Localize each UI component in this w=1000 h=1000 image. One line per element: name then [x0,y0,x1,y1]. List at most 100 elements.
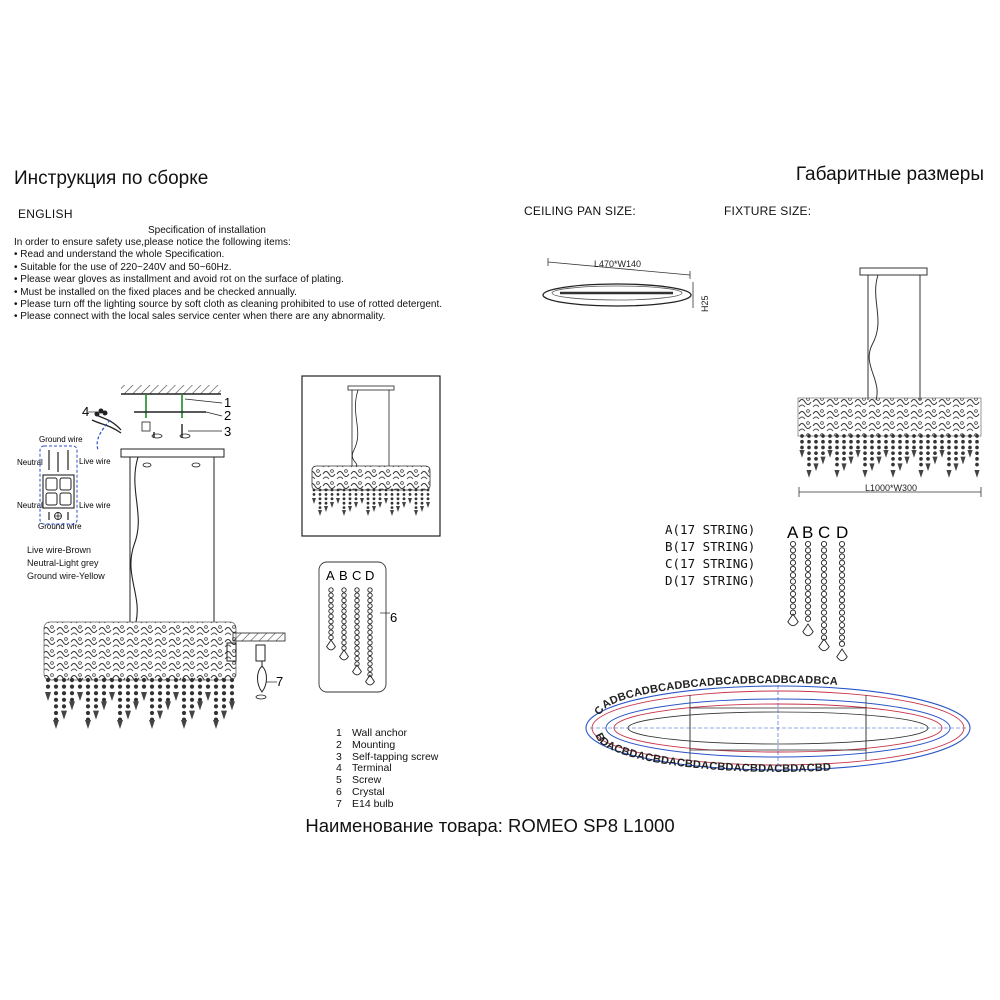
crystal-bead [348,493,352,496]
crystal-bead [975,457,979,461]
crystal-bead [189,697,195,702]
crystal-bead [898,445,902,450]
strand-bead [354,624,360,630]
crystal-bead [390,501,394,505]
crystal-bead [390,493,394,496]
crystal-bead [221,684,227,689]
crystal-bead [835,451,839,455]
crystal-bead [947,439,951,444]
product-image-frame [301,375,441,537]
ground-wire-top-label: Ground wire [39,435,83,444]
ground-wire-bottom-label: Ground wire [38,522,82,531]
crystal-bead [402,497,406,501]
crystal-bead [324,488,328,492]
crystal-bead [961,445,965,450]
crystal-bead [173,677,179,683]
strand-bead [367,624,373,630]
crystal-bead [348,501,352,505]
crystal-bead [891,457,895,461]
crystal-bead [117,677,123,683]
strand-bead [838,640,846,647]
crystal-bead [954,445,958,450]
crystal-bead [968,445,972,450]
crystal-bead [926,457,930,461]
crystal-bead [318,501,322,505]
strand-bead [789,578,797,585]
strand-bead [838,565,846,573]
crystal-bead [53,704,59,709]
crystal-bead [933,434,937,438]
crystal-bead [229,677,235,683]
strand-drop [352,664,362,676]
strand-drop [787,613,799,627]
crystal-bead [814,457,818,461]
strand-bead [367,629,373,635]
crystal-bead [141,684,147,689]
strand-bead [328,592,334,598]
strand-bead [367,661,373,667]
crystal-bead [821,445,825,450]
crystal-bead [125,704,131,709]
crystal-bead [828,445,832,450]
crystal-bead [165,677,171,683]
crystal-drop [181,720,187,729]
spec-line: • Please wear gloves as installment and … [14,274,344,286]
strand-bead [838,590,846,597]
crystal-bead [61,697,67,702]
crystal-bead [842,439,846,444]
crystal-drop [330,502,334,508]
crystal-drop [813,463,819,472]
crystal-bead [940,439,944,444]
crystal-bead [800,439,804,444]
crystal-bead [975,439,979,444]
language-label: ENGLISH [18,207,73,221]
crystal-bead [414,493,418,496]
crystal-bead [197,691,203,696]
strand-bead [838,553,846,560]
crystal-bead [849,451,853,455]
crystal-bead [181,704,187,709]
crystal-bead [954,457,958,461]
crystal-bead [181,677,187,683]
crystal-bead [961,434,965,438]
crystal-drop [390,510,394,516]
crystal-bead [342,501,346,505]
crystal-drop [414,510,418,516]
crystal-bead [947,434,951,438]
crystal-bead [408,488,412,492]
strand-bead [820,603,828,610]
crystal-bead [85,710,91,716]
crystal-bead [912,434,916,438]
crystal-drop [324,506,328,512]
crystal-drop [189,710,195,720]
crystal-bead [919,439,923,444]
crystal-bead [61,691,67,696]
crystal-bead [891,445,895,450]
crystal-bead [181,684,187,689]
crystal-bead [69,691,75,696]
strand-bead [341,608,347,614]
crystal-bead [891,451,895,455]
crystal-bead [133,691,139,696]
crystal-bead [149,691,155,696]
crystal-bead [366,488,370,492]
strand-bead [328,619,334,625]
spec-line: • Suitable for the use of 220~240V and 5… [14,261,232,273]
crystal-drop [848,456,854,465]
crystal-bead [800,445,804,450]
strand-bead [341,619,347,625]
crystal-drop [834,470,840,478]
crystal-bead [229,697,235,702]
strand-bead [838,540,846,548]
strand-bead [789,597,797,604]
string-count-d: D(17 STRING) [665,573,756,588]
crystal-bead [842,445,846,450]
crystal-bead [863,445,867,450]
crystal-bead [926,434,930,438]
strand-bead [838,597,846,604]
crystal-bead [312,493,316,496]
crystal-drop [408,498,412,504]
strand-bead [367,619,373,625]
